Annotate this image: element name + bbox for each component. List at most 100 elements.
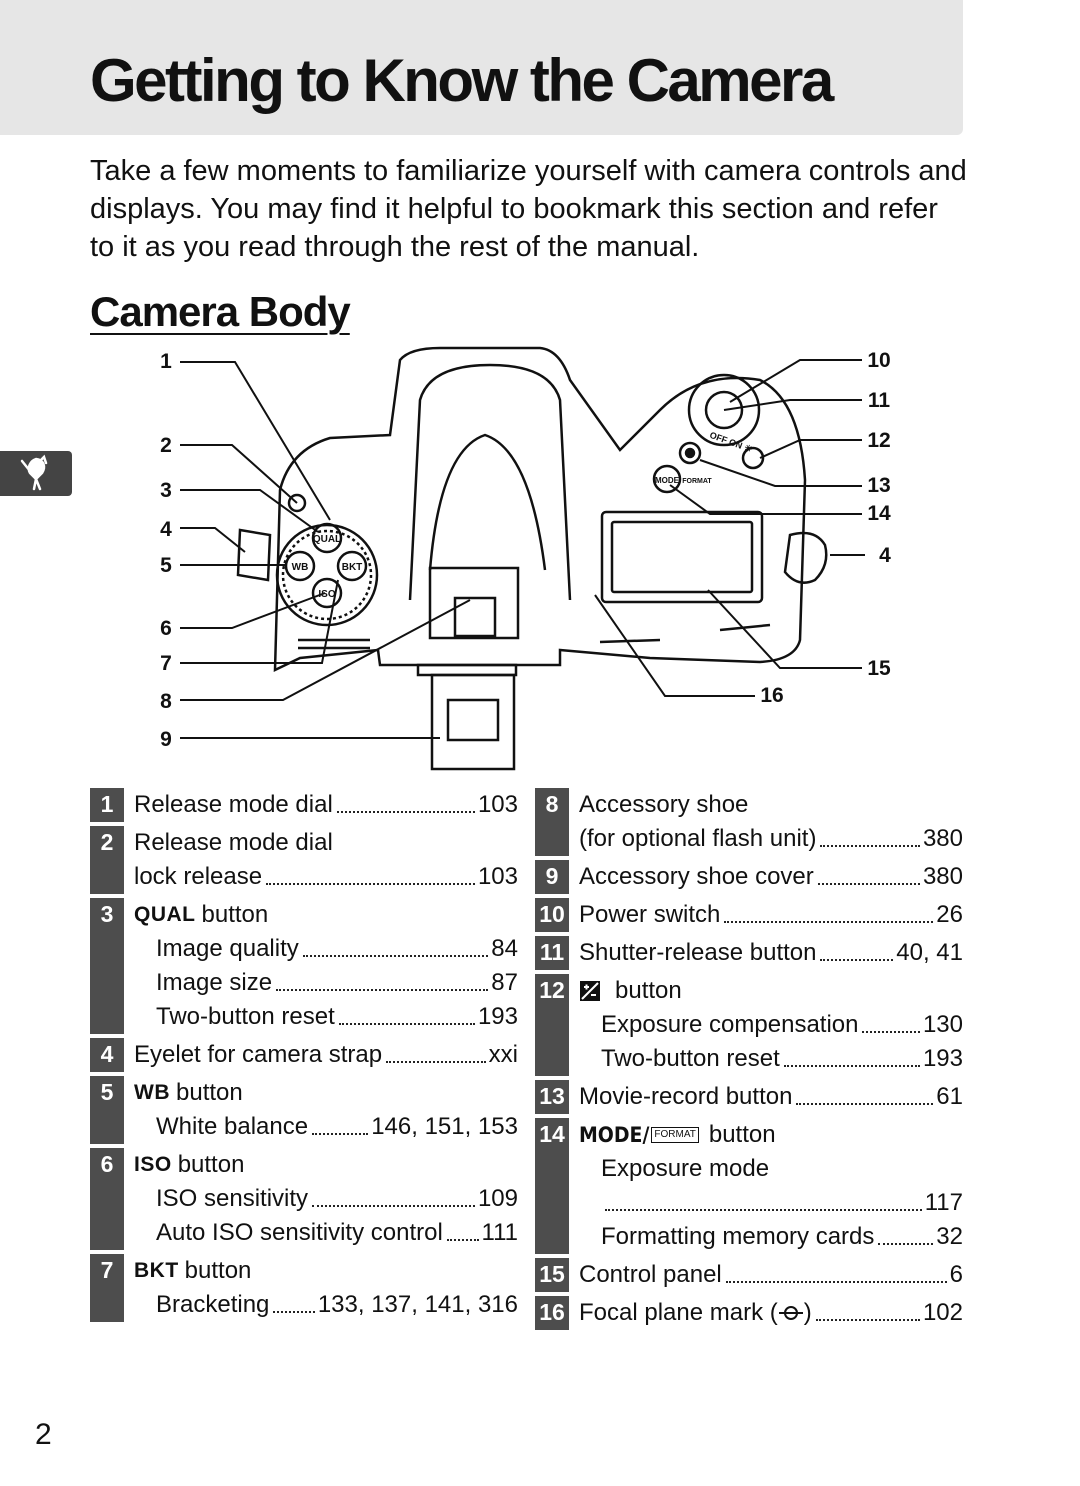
leader-dots [862, 1031, 920, 1033]
page-title: Getting to Know the Camera [90, 47, 834, 114]
legend-label: Accessory shoe cover [579, 863, 814, 890]
callout-4-right: 4 [879, 544, 891, 567]
legend-heading: button [579, 974, 963, 1008]
leader-dots [266, 883, 475, 885]
legend-entry: 10 Power switch 26 [535, 898, 963, 932]
page-ref[interactable]: 103 [477, 863, 518, 890]
leader-dots [815, 1319, 920, 1321]
page-ref[interactable]: xxi [488, 1041, 518, 1068]
leader-dots [302, 955, 489, 957]
legend-label: White balance [156, 1113, 309, 1140]
legend-label: Focal plane mark ( [579, 1299, 778, 1326]
legend-line: Power switch 26 [579, 898, 963, 932]
bkt-dial-label: BKT [342, 562, 363, 573]
legend-number: 13 [535, 1080, 569, 1114]
page-ref[interactable]: 133, 137, 141, 316 [317, 1291, 518, 1318]
page-ref[interactable]: 26 [936, 901, 963, 928]
page-ref[interactable]: 117 [924, 1189, 963, 1216]
leader-dots [724, 921, 934, 923]
page-ref[interactable]: 380 [922, 825, 963, 852]
leader-dots [725, 1281, 947, 1283]
legend-number: 12 [535, 974, 569, 1076]
chapter-tab[interactable] [0, 451, 72, 496]
legend-entry-body: Power switch 26 [569, 898, 963, 932]
legend-label: Power switch [579, 901, 721, 928]
legend-line: 117 [579, 1186, 963, 1220]
page-ref[interactable]: 84 [491, 935, 518, 962]
legend-label: Bracketing [156, 1291, 270, 1318]
leader-dots [783, 1065, 920, 1067]
callout-16: 16 [760, 684, 783, 707]
legend-line: White balance 146, 151, 153 [134, 1110, 518, 1144]
page-ref[interactable]: 130 [922, 1011, 963, 1038]
page-ref[interactable]: 109 [477, 1185, 518, 1212]
legend-number: 3 [90, 898, 124, 1034]
callout-4-left: 4 [160, 518, 172, 541]
page-ref[interactable]: 193 [922, 1045, 963, 1072]
legend-label: (for optional flash unit) [579, 825, 817, 852]
legend-label: Formatting memory cards [601, 1223, 875, 1250]
button-name: BKT [134, 1259, 179, 1282]
leader-dots [338, 1023, 475, 1025]
exposure-compensation-icon [580, 981, 600, 1001]
page-ref[interactable]: 380 [922, 863, 963, 890]
page-ref[interactable]: 102 [922, 1299, 963, 1326]
legend-number: 10 [535, 898, 569, 932]
legend-number: 6 [90, 1148, 124, 1250]
legend-label: Two-button reset [156, 1003, 335, 1030]
callout-2: 2 [160, 434, 172, 457]
button-name-separator: / [642, 1123, 650, 1147]
legend-line: Exposure compensation 130 [579, 1008, 963, 1042]
focal-plane-icon [778, 1306, 803, 1320]
legend-entry-body: Focal plane mark ()102 [569, 1296, 963, 1330]
leader-dots [276, 989, 489, 991]
legend-label: Two-button reset [601, 1045, 780, 1072]
page-ref[interactable]: 87 [491, 969, 518, 996]
camera-body-diagram: QUAL WB BKT ISO MODE FORMAT OFF ON ☀ 1 2… [160, 346, 891, 771]
button-name: WB [134, 1081, 170, 1104]
leader-dots [273, 1311, 315, 1313]
legend-line: Accessory shoe cover 380 [579, 860, 963, 894]
button-word: button [177, 1151, 245, 1178]
legend-label: Eyelet for camera strap [134, 1041, 383, 1068]
page-ref[interactable]: 103 [477, 791, 518, 818]
page-ref[interactable]: 32 [936, 1223, 963, 1250]
page-ref[interactable]: 111 [481, 1219, 518, 1246]
page-ref[interactable]: 6 [949, 1261, 963, 1288]
format-label: FORMAT [682, 478, 712, 485]
leader-dots [796, 1103, 934, 1105]
legend-number: 15 [535, 1258, 569, 1292]
legend-line: (for optional flash unit) 380 [579, 822, 963, 856]
section-title: Camera Body [90, 288, 351, 335]
callout-7: 7 [160, 652, 172, 675]
legend-number: 8 [535, 788, 569, 856]
leader-dots [336, 811, 475, 813]
legend-number: 1 [90, 788, 124, 822]
page-ref[interactable]: 146, 151, 153 [371, 1113, 518, 1140]
leader-dots [878, 1243, 934, 1245]
callout-12: 12 [867, 429, 890, 452]
leader-dots [312, 1205, 475, 1207]
legend-label: Exposure compensation [601, 1011, 859, 1038]
button-name: ISO [134, 1153, 172, 1176]
page-ref[interactable]: 193 [477, 1003, 518, 1030]
button-word: button [708, 1121, 776, 1148]
page-ref[interactable]: 61 [936, 1083, 963, 1110]
page-ref[interactable]: 40, 41 [896, 939, 963, 966]
button-name: MODE [579, 1123, 643, 1147]
